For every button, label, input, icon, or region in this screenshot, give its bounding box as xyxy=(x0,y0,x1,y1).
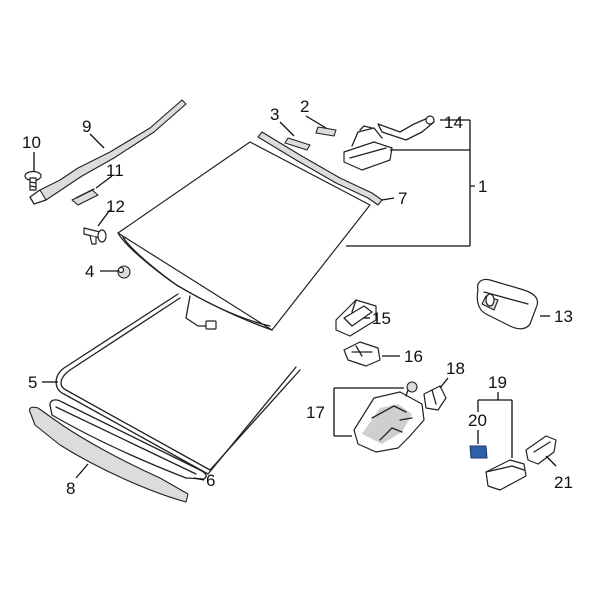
callout-8: 8 xyxy=(66,479,75,498)
sensor-housing[interactable] xyxy=(485,459,527,491)
callout-7: 7 xyxy=(398,189,407,208)
windshield-seal[interactable] xyxy=(55,293,301,475)
callout-18: 18 xyxy=(446,359,465,378)
callout-12: 12 xyxy=(106,197,125,216)
callout-16: 16 xyxy=(404,347,423,366)
sensor-cover[interactable] xyxy=(353,391,425,453)
push-pin-fastener[interactable] xyxy=(83,227,107,245)
callout-14: 14 xyxy=(444,113,463,132)
callout-3: 3 xyxy=(270,105,279,124)
screw-icon[interactable] xyxy=(24,170,42,191)
leader-lines xyxy=(33,115,557,481)
small-bracket-18[interactable] xyxy=(423,385,447,411)
adhesive-pad-highlighted[interactable] xyxy=(469,445,488,459)
housing-bracket[interactable] xyxy=(525,435,557,465)
nut-icon[interactable] xyxy=(117,265,131,279)
callout-13: 13 xyxy=(554,307,573,326)
callout-15: 15 xyxy=(372,309,391,328)
callout-1: 1 xyxy=(478,177,487,196)
tab-part-3[interactable] xyxy=(284,137,311,151)
callout-6: 6 xyxy=(206,471,215,490)
callout-21: 21 xyxy=(554,473,573,492)
rearview-mirror[interactable] xyxy=(476,278,539,330)
lower-molding[interactable] xyxy=(49,399,207,480)
sensor-bracket-assembly[interactable] xyxy=(343,115,435,171)
cover-clip-bracket[interactable] xyxy=(343,341,381,367)
callout-20: 20 xyxy=(468,411,487,430)
tab-part-2[interactable] xyxy=(315,126,337,137)
callout-17: 17 xyxy=(306,403,325,422)
callout-2: 2 xyxy=(300,97,309,116)
pillar-trim-strip[interactable] xyxy=(29,99,187,205)
callout-10: 10 xyxy=(22,133,41,152)
callout-4: 4 xyxy=(85,262,94,281)
callout-5: 5 xyxy=(28,373,37,392)
cover-screw-icon[interactable] xyxy=(405,381,418,397)
lower-seal-strip[interactable] xyxy=(28,406,189,503)
windshield-glass[interactable] xyxy=(117,141,371,331)
callout-11: 11 xyxy=(106,161,124,180)
callout-labels: 1 2 3 4 5 6 7 8 9 10 11 12 13 14 15 16 1… xyxy=(22,97,573,498)
callout-19: 19 xyxy=(488,373,507,392)
retainer-clip[interactable] xyxy=(71,188,99,206)
callout-9: 9 xyxy=(82,117,91,136)
mirror-bracket[interactable] xyxy=(335,299,377,337)
